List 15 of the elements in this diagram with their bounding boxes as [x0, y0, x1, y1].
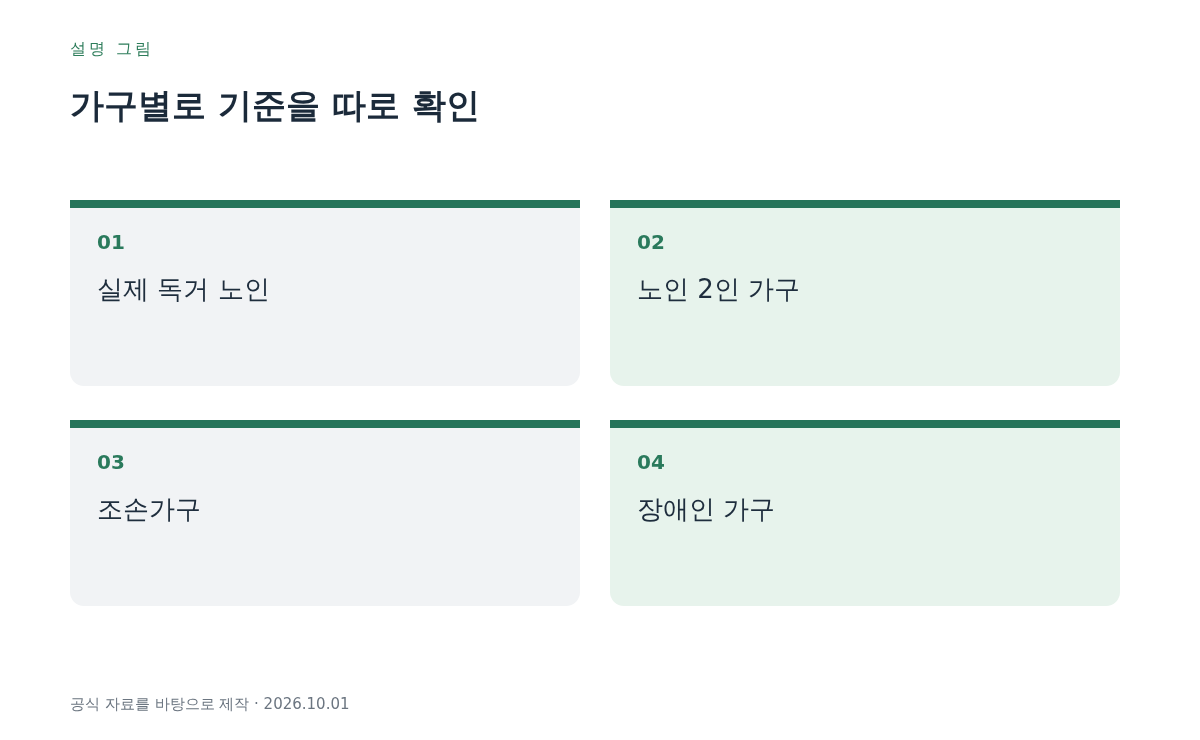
card: [610, 200, 1120, 386]
card-title: 장애인 가구: [637, 493, 776, 526]
card-title: 노인 2인 가구: [637, 273, 801, 306]
eyebrow-label: 설명 그림: [70, 38, 155, 60]
title: 가구별로 기준을 따로 확인: [70, 84, 480, 127]
card: [70, 420, 580, 606]
step-number: 03: [97, 449, 125, 475]
card: [610, 420, 1120, 606]
step-number: 04: [637, 449, 665, 475]
card: [70, 200, 580, 386]
step-number: 01: [97, 229, 125, 255]
card-title: 실제 독거 노인: [97, 273, 270, 306]
caption: 공식 자료를 바탕으로 제작 · 2026.10.01: [70, 694, 350, 715]
step-number: 02: [637, 229, 665, 255]
card-title: 조손가구: [97, 493, 201, 526]
